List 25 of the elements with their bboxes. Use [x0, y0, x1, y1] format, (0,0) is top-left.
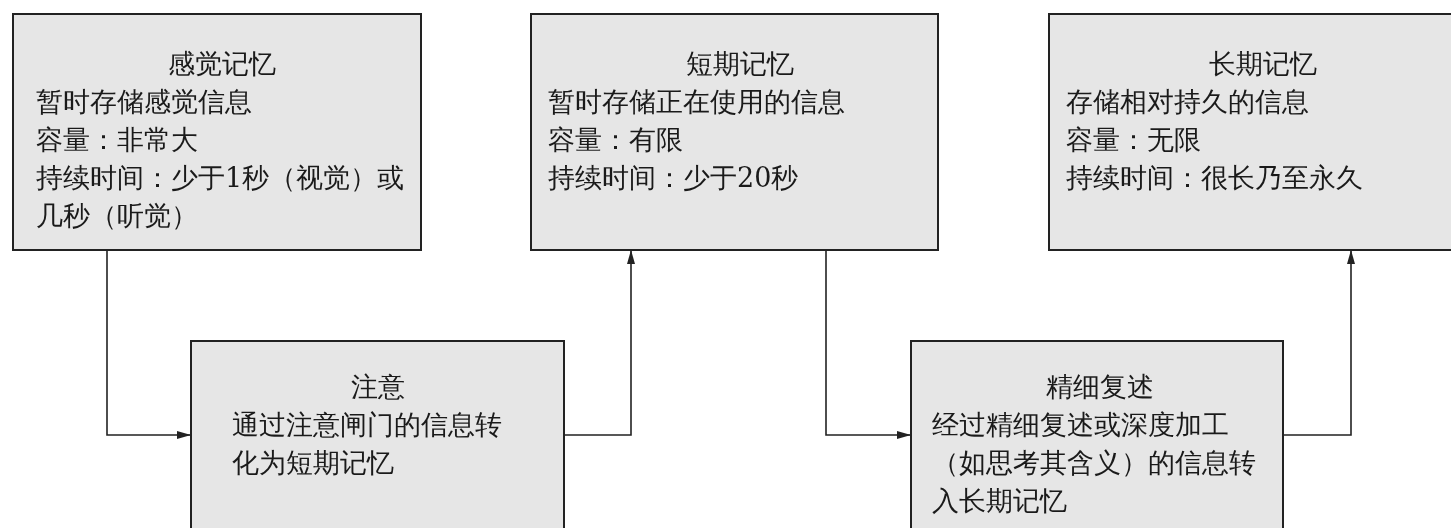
box-heading: 精细复述	[1045, 370, 1155, 404]
box-text: 持续时间：少于20秒	[548, 161, 800, 195]
box-text: 通过注意闸门的信息转化为短期记忆	[232, 408, 503, 480]
box-text: 暂时存储感觉信息	[36, 85, 253, 119]
box-heading: 长期记忆	[1208, 47, 1318, 81]
box-text: 持续时间：很长乃至永久	[1066, 161, 1364, 195]
arrow	[564, 250, 635, 436]
process-box	[190, 340, 565, 528]
process-box	[530, 13, 939, 251]
box-text: 容量：非常大	[36, 123, 199, 157]
process-box	[12, 13, 422, 251]
box-text: 经过精细复述或深度加工（如思考其含义）的信息转入长期记忆	[932, 408, 1257, 518]
box-text: 存储相对持久的信息	[1066, 85, 1310, 119]
box-heading: 短期记忆	[684, 47, 795, 81]
box-heading: 感觉记忆	[167, 47, 277, 81]
process-box	[910, 340, 1284, 528]
box-text: 暂时存储正在使用的信息	[548, 85, 846, 119]
box-text: 持续时间：少于1秒（视觉）或几秒（听觉）	[36, 161, 406, 233]
process-box	[1048, 13, 1451, 251]
box-text: 容量：无限	[1066, 123, 1202, 157]
box-heading: 注意	[349, 370, 406, 404]
arrow	[825, 250, 911, 439]
arrow	[106, 250, 191, 439]
arrow	[1283, 250, 1355, 436]
box-text: 容量：有限	[548, 123, 684, 157]
